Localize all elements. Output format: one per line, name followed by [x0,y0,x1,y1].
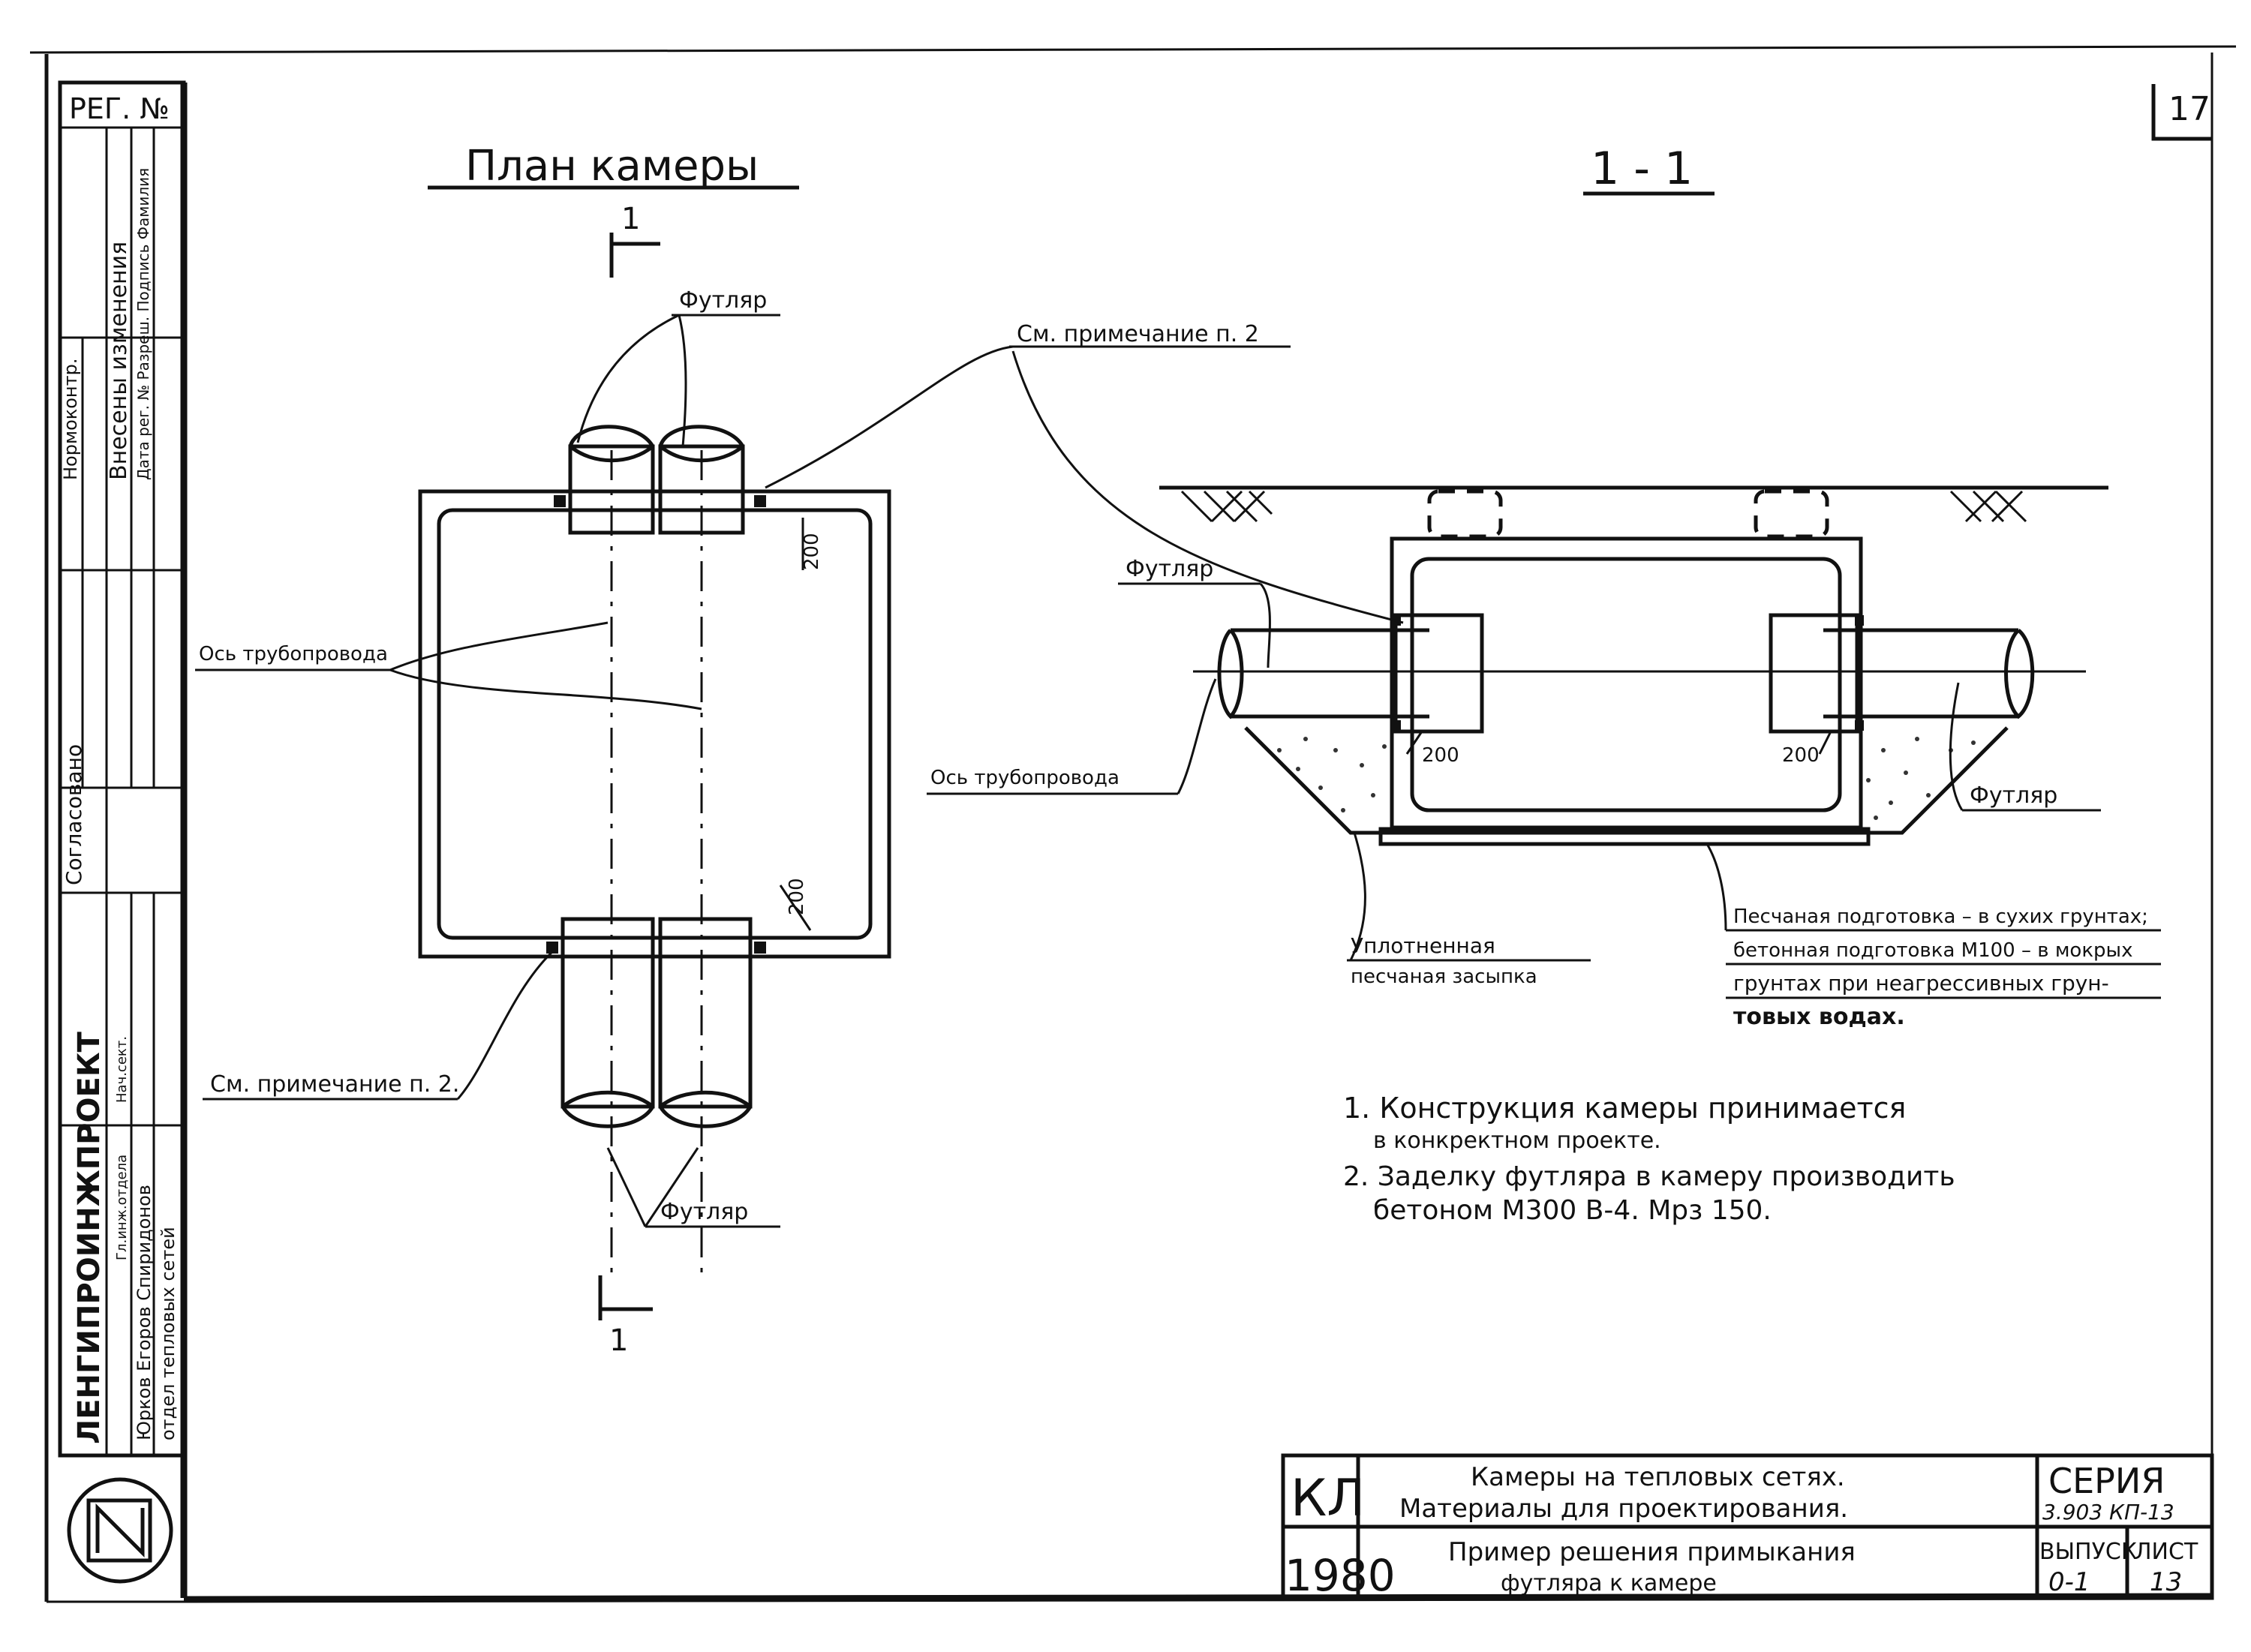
section-label-sand-fill-2: песчаная засыпка [1351,966,1537,988]
base-preparation [1378,827,1871,846]
section-mark-bottom-label: 1 [609,1323,628,1358]
tb-title-line2: Материалы для проектирования. [1399,1494,1848,1524]
sheet-number: 17 [2168,90,2210,128]
plan-label-futlyar-bottom: Футляр [660,1199,748,1225]
section-label-prep-3: грунтах при неагрессивных грун- [1733,971,2109,996]
department-label: отдел тепловых сетей [158,1227,179,1440]
tb-sheet-label: ЛИСТ [2135,1539,2198,1565]
section-label-axis: Ось трубопровода [930,767,1119,789]
section-pipe-right [1769,613,2035,734]
section-label-futlyar-left: Футляр [1126,556,1213,582]
section-dim-200-right: 200 [1782,744,1820,767]
chamber-inner-wall [437,508,873,940]
columns-label: Дата рег. № Разреш. Подпись Фамилия [134,168,152,480]
note-1: 1. Конструкция камеры принимается [1343,1092,1906,1125]
tb-issue-value: 0-1 [2048,1567,2090,1597]
note-2: 2. Заделку футляра в камеру производить [1343,1161,1955,1192]
section-label-prep-4: товых водах. [1733,1004,1905,1030]
section-label-prep-2: бетонная подготовка М100 – в мокрых [1733,939,2132,962]
tb-series-label: СЕРИЯ [2048,1461,2165,1501]
section-chamber-outer [1390,536,1863,830]
top-sleeves [554,425,766,535]
normokontrol-label: Нормоконтр. [60,359,81,480]
agreed-label: Согласовано [62,744,86,885]
ground-hatching [1180,490,2027,523]
tb-sheet-value: 13 [2150,1567,2182,1597]
plan-label-futlyar-top: Футляр [679,287,767,314]
trench-outline [1244,726,2009,835]
institute-name: ЛЕНГИПРОИНЖПРОЕКТ [72,1031,107,1444]
notes: 1. Конструкция камеры принимается в конк… [1343,1092,1955,1226]
section-pipe-left [1217,613,1484,734]
staff-role-2: Нач.сект. [114,1036,130,1103]
sheet-number-box: 17 [2151,84,2212,141]
tb-issue-label: ВЫПУСК [2039,1539,2137,1565]
tb-subtitle-line1: Пример решения примыкания [1448,1537,1856,1567]
plan-label-see-note-top: См. примечание п. 2 [1017,321,1259,347]
note-1-cont: в конкректном проекте. [1373,1128,1661,1154]
sheet-frame [29,45,2237,1603]
section-view: 1 - 1 [927,143,2161,1030]
section-chamber-inner [1410,557,1842,812]
changes-label: Внесены изменения [106,242,132,480]
section-label-prep-1: Песчаная подготовка – в сухих грунтах; [1733,906,2148,928]
plan-label-axis: Ось трубопровода [199,643,388,665]
section-label-sand-fill-1: Уплотненная [1351,933,1495,958]
section-mark-top-label: 1 [621,202,640,236]
section-label-futlyar-right: Футляр [1970,782,2057,809]
tb-code: КЛ [1291,1469,1365,1528]
staff-names: Юрков Егоров Спиридонов [134,1185,155,1440]
sand-fill-dots [1277,737,1976,820]
tb-year: 1980 [1285,1550,1396,1601]
tb-series-value: 3.903 КП-13 [2042,1500,2174,1524]
section-mark-top: 1 [609,202,660,278]
section-title: 1 - 1 [1591,143,1693,195]
plan-dim-200-top: 200 [801,533,823,570]
reg-no-label: РЕГ. № [69,92,170,125]
left-stamp-strip: РЕГ. № Внесены изменения Нормоконтр. Дат… [58,80,186,1584]
plan-label-see-note-bottom: См. примечание п. 2. [210,1071,459,1098]
plan-title: План камеры [465,142,759,191]
section-mark-bottom: 1 [598,1275,653,1358]
section-dim-200-left: 200 [1422,744,1459,767]
tb-title-line1: Камеры на тепловых сетях. [1471,1462,1845,1492]
note-2-cont: бетоном М300 В-4. Мрз 150. [1373,1195,1772,1226]
tb-subtitle-line2: футляра к камере [1501,1570,1717,1596]
plan-view: План камеры 1 [195,142,1291,1358]
staff-role-1: Гл.инж.отдела [114,1155,130,1260]
bottom-sleeves [546,917,766,1128]
title-block: КЛ 1980 Камеры на тепловых сетях. Матери… [1281,1453,2214,1601]
institute-logo [67,1477,173,1584]
